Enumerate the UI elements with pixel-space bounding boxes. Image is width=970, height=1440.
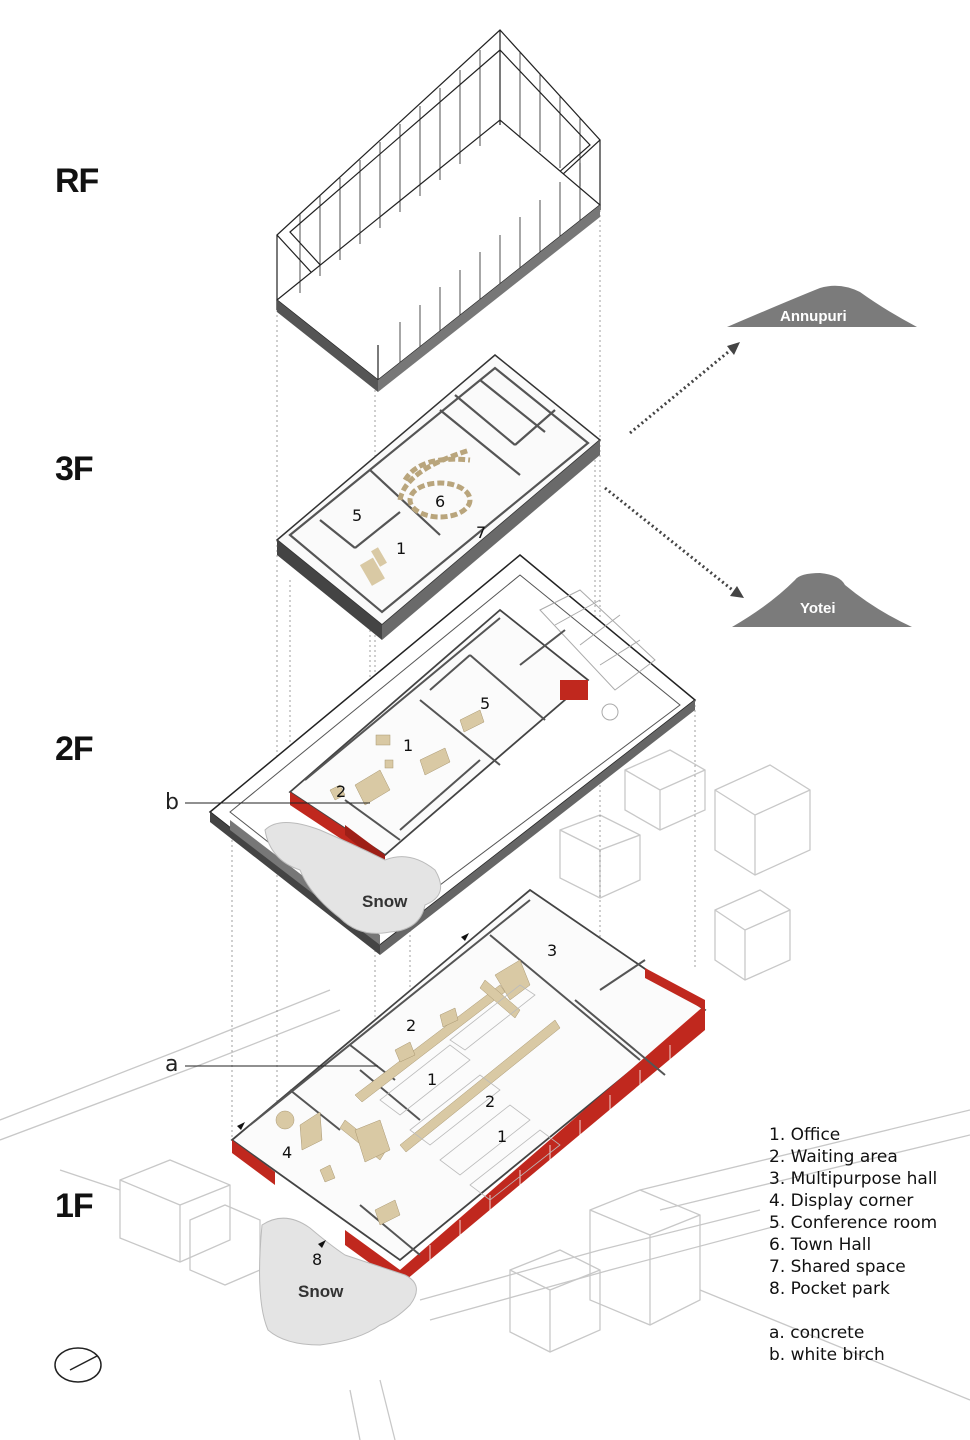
floor-label-3f: 3F [55,450,94,488]
floor-label-1f: 1F [55,1187,94,1225]
compass-icon [54,1347,102,1383]
floor-2f [208,554,697,955]
room-1f-4: 4 [282,1143,292,1162]
callout-b: b [165,790,179,815]
callout-leaders [185,802,378,1067]
room-1f-8: 8 [312,1250,322,1269]
mountain-yotei: Yotei [732,573,912,627]
legend-room-3: 3. Multipurpose hall [769,1169,938,1189]
room-2f-2: 2 [336,782,346,801]
legend-room-8: 8. Pocket park [769,1279,890,1299]
room-2f-5: 5 [480,694,490,713]
room-3f-1: 1 [396,539,406,558]
floor-1f [230,888,707,1346]
legend-room-6: 6. Town Hall [769,1235,872,1255]
room-1f-1b: 1 [497,1127,507,1146]
entrance-markers [237,933,469,1248]
legend-material-b: b. white birch [769,1345,885,1365]
legend-room-4: 4. Display corner [769,1191,914,1211]
legend-room-1: 1. Office [769,1125,841,1145]
site-context [0,749,970,1440]
arrow-heads [727,342,744,598]
floor-label-rf: RF [55,162,99,200]
view-arrows [604,346,736,594]
room-1f-2a: 2 [406,1016,416,1035]
svg-text:Yotei: Yotei [800,600,836,617]
snow-label-upper: Snow [362,892,408,911]
room-1f-3: 3 [547,941,557,960]
room-2f-1: 1 [403,736,413,755]
room-3f-5: 5 [352,506,362,525]
roof-frame [276,29,601,385]
svg-text:Annupuri: Annupuri [780,308,847,325]
room-1f-2b: 2 [485,1092,495,1111]
mountain-annupuri: Annupuri [727,285,917,327]
legend-room-5: 5. Conference room [769,1213,938,1233]
snow-label-lower: Snow [298,1282,344,1301]
floor-3f [275,354,602,640]
legend-room-7: 7. Shared space [769,1257,906,1277]
room-1f-1a: 1 [427,1070,437,1089]
legend-spacer [769,1300,937,1322]
callout-a: a [165,1052,179,1077]
room-3f-7: 7 [476,523,486,542]
legend-material-a: a. concrete [769,1323,865,1343]
roof-slab [277,205,600,392]
legend-room-2: 2. Waiting area [769,1147,898,1167]
room-3f-6: 6 [435,492,445,511]
room-numbers: 6 5 1 7 1 5 2 3 2 1 2 1 4 8 [282,492,557,1269]
legend: 1. Office 2. Waiting area 3. Multipurpos… [769,1124,937,1366]
floor-label-2f: 2F [55,730,94,768]
